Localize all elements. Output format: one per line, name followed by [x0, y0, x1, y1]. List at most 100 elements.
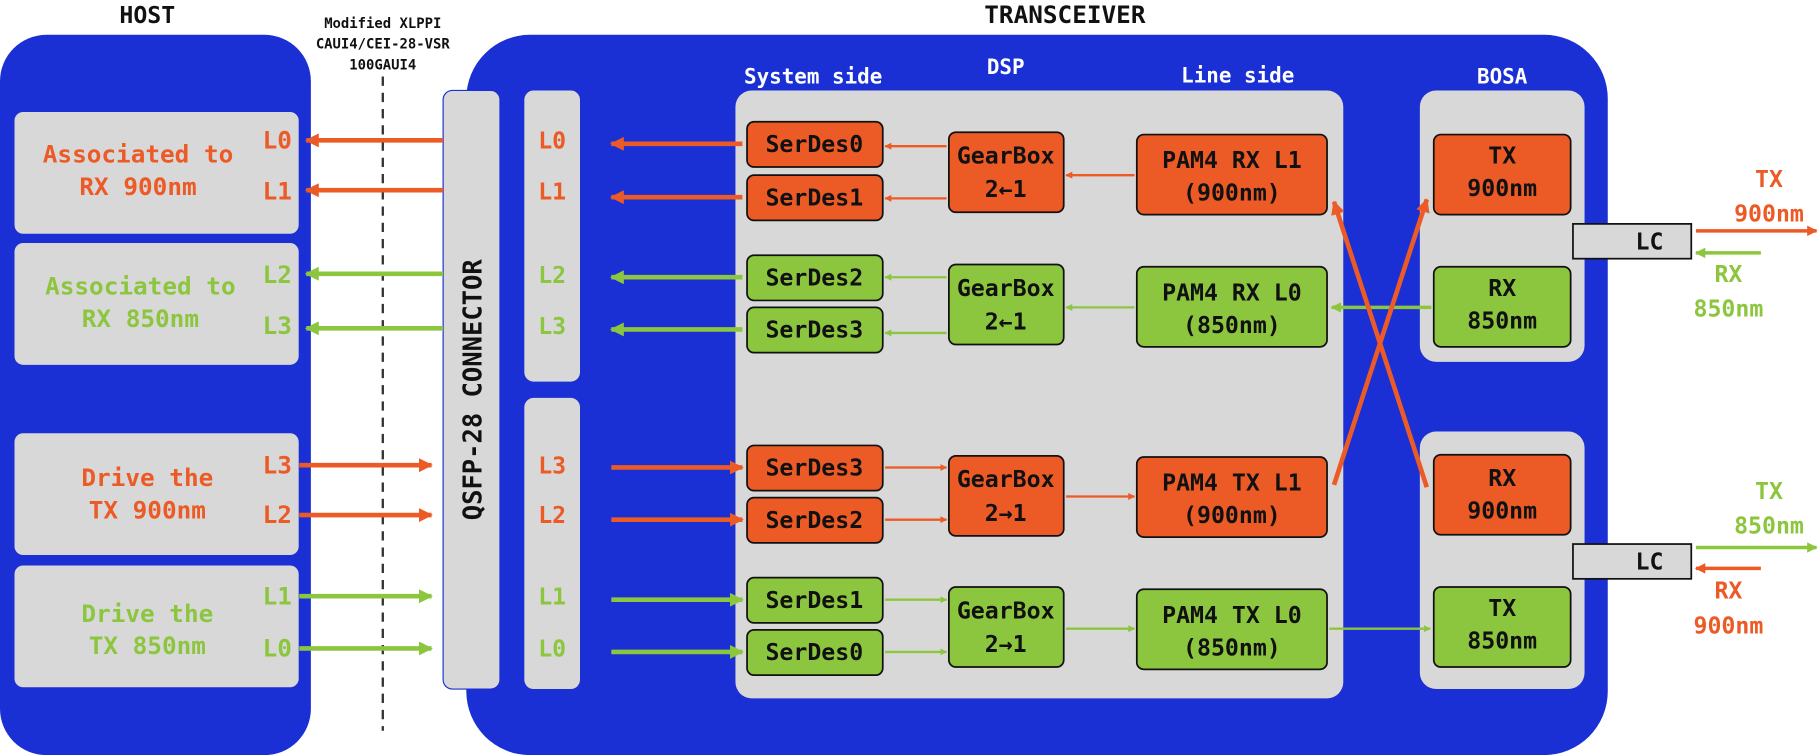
pam4-label: PAM4 RX L1	[1162, 147, 1302, 174]
gearbox-box	[948, 263, 1065, 346]
dsp-title: DSP	[987, 55, 1025, 79]
bosa-label: TX	[1488, 143, 1516, 170]
bosa-tx850-box	[1432, 586, 1572, 668]
pam4-label: PAM4 RX L0	[1162, 279, 1302, 306]
host-group-tx900-line2: TX 900nm	[89, 496, 206, 525]
host-lane-label: L1	[263, 177, 292, 206]
connector-label: QSFP-28 CONNECTOR	[458, 259, 488, 521]
pam4-sublabel: (900nm)	[1183, 502, 1281, 529]
bosa-sublabel: 900nm	[1467, 498, 1537, 525]
gearbox-ratio: 2←1	[985, 308, 1027, 335]
serdes-label: SerDes1	[765, 184, 863, 211]
host-group-rx850-line1: Associated to	[45, 272, 236, 301]
dsp-line-side-label: Line side	[1181, 63, 1294, 87]
lane-label: L3	[538, 313, 566, 340]
host-lane-label: L3	[263, 311, 292, 340]
gearbox-ratio: 2←1	[985, 176, 1027, 203]
host-group-rx850-line2: RX 850nm	[82, 304, 199, 333]
gearbox-box	[948, 455, 1065, 537]
lane-label: L1	[538, 179, 566, 206]
host-group-rx900-line1: Associated to	[43, 139, 234, 168]
lc-label: LC	[1636, 228, 1664, 255]
interface-label-line3: 100GAUI4	[349, 58, 416, 74]
gearbox-ratio: 2→1	[985, 631, 1027, 658]
serdes-label: SerDes2	[765, 507, 863, 534]
bosa-title: BOSA	[1477, 65, 1528, 89]
pam4-box	[1135, 588, 1328, 671]
gearbox-box	[948, 131, 1065, 214]
gearbox-label: GearBox	[957, 466, 1055, 493]
host-group-rx900	[13, 110, 300, 235]
gearbox-label: GearBox	[957, 597, 1055, 624]
serdes-box	[746, 174, 884, 222]
pam4-sublabel: (850nm)	[1183, 634, 1281, 661]
bosa-label: RX	[1488, 275, 1516, 302]
host-lane-label: L2	[263, 500, 292, 529]
pam4-box	[1135, 456, 1328, 538]
serdes-box	[746, 576, 884, 624]
external-sublabel: 850nm	[1693, 296, 1763, 323]
host-lane-label: L0	[263, 125, 292, 154]
lc-label: LC	[1636, 549, 1664, 576]
external-label: TX	[1755, 166, 1783, 193]
lane-column-bottom	[524, 397, 580, 690]
serdes-label: SerDes2	[765, 264, 863, 291]
serdes-box	[746, 444, 884, 492]
dsp-system-side-label: System side	[744, 65, 882, 89]
external-sublabel: 900nm	[1693, 612, 1763, 639]
host-group-rx900-line2: RX 900nm	[79, 172, 196, 201]
transceiver-title: TRANSCEIVER	[984, 0, 1146, 29]
serdes-box	[746, 120, 884, 168]
serdes-box	[746, 496, 884, 544]
host-lane-label: L1	[263, 581, 292, 610]
gearbox-ratio: 2→1	[985, 500, 1027, 527]
lc-connector-bottom	[1572, 543, 1693, 580]
dsp-block	[735, 90, 1344, 699]
serdes-label: SerDes0	[765, 639, 863, 666]
lane-column-top	[524, 90, 580, 382]
host-group-rx850	[13, 241, 300, 366]
bosa-label: TX	[1488, 595, 1516, 622]
external-sublabel: 850nm	[1734, 513, 1804, 540]
lane-label: L1	[538, 583, 566, 610]
serdes-label: SerDes3	[765, 317, 863, 344]
host-group-tx850-line2: TX 850nm	[89, 631, 206, 660]
bosa-rx850-box	[1432, 265, 1572, 348]
host-lane-label: L2	[263, 260, 292, 289]
serdes-box	[746, 254, 884, 302]
connection-lines	[299, 133, 1818, 659]
host-lane-label: L3	[263, 450, 292, 479]
gearbox-box	[948, 586, 1065, 668]
lane-label: L0	[538, 636, 566, 663]
interface-label-line2: CAUI4/CEI-28-VSR	[316, 37, 451, 53]
bosa-label: RX	[1488, 465, 1516, 492]
qsfp28-connector	[442, 89, 501, 690]
serdes-box	[746, 306, 884, 354]
bosa-sublabel: 850nm	[1467, 627, 1537, 654]
host-title: HOST	[119, 2, 175, 29]
bosa-rx900-box	[1432, 453, 1572, 536]
serdes-box	[746, 629, 884, 676]
pam4-box	[1135, 265, 1328, 348]
host-group-tx850-line1: Drive the	[81, 599, 213, 628]
serdes-label: SerDes1	[765, 587, 863, 614]
lane-label: L2	[538, 262, 566, 289]
host-lane-label: L0	[263, 634, 292, 663]
lane-label: L0	[538, 127, 566, 154]
bosa-tx900-box	[1432, 133, 1572, 216]
serdes-label: SerDes0	[765, 131, 863, 158]
lane-label: L3	[538, 452, 566, 479]
bosa-sublabel: 900nm	[1467, 175, 1537, 202]
serdes-label: SerDes3	[765, 455, 863, 482]
pam4-label: PAM4 TX L0	[1162, 602, 1302, 629]
external-label: RX	[1714, 578, 1742, 605]
external-label: RX	[1714, 261, 1742, 288]
lane-label: L2	[538, 502, 566, 529]
pam4-box	[1135, 133, 1328, 216]
host-group-tx900	[13, 432, 300, 557]
signal-arrow	[1331, 200, 1430, 488]
interface-label-line1: Modified XLPPI	[324, 16, 441, 32]
host-group-tx900-line1: Drive the	[81, 463, 213, 492]
